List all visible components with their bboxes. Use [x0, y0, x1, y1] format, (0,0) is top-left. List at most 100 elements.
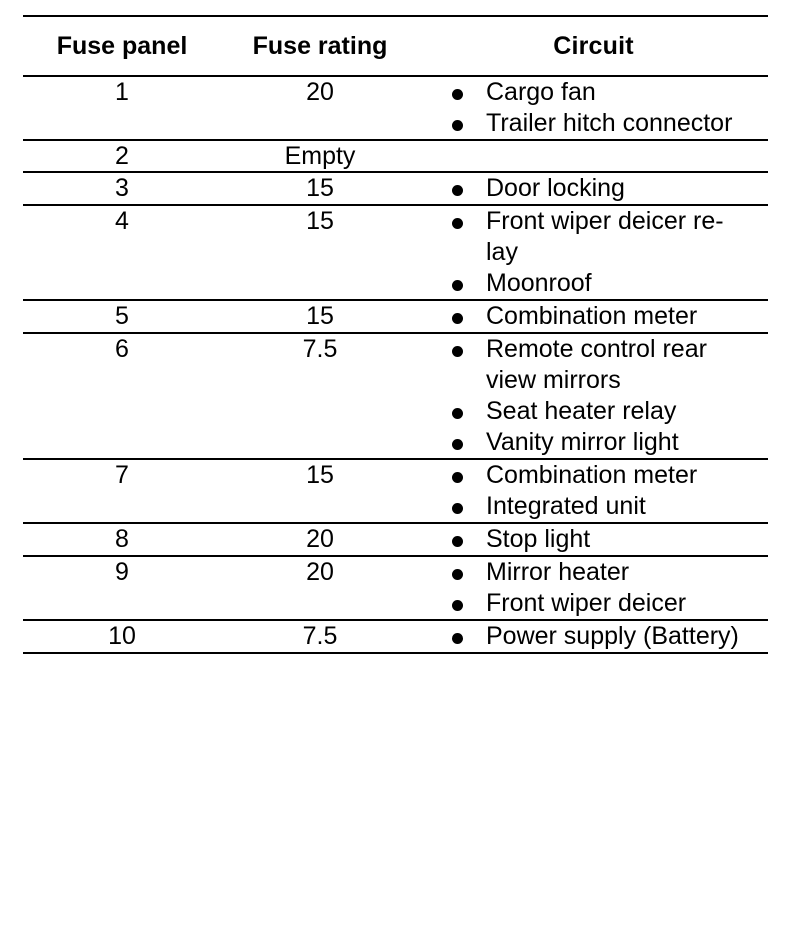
cell-fuse-rating: 15: [221, 172, 419, 206]
list-item: Remote control rear view mirrors: [419, 334, 768, 396]
cell-fuse-rating: Empty: [221, 140, 419, 173]
bullet-icon: [452, 536, 463, 547]
cell-fuse-rating: 20: [221, 556, 419, 621]
list-item: Integrated unit: [419, 491, 768, 522]
bullet-icon: [452, 600, 463, 611]
circuit-label: Combination meter: [486, 461, 698, 489]
circuit-label: Trailer hitch connector: [486, 109, 733, 137]
circuit-list: Power supply (Battery): [419, 621, 768, 652]
cell-fuse-rating: 7.5: [221, 333, 419, 460]
list-item: Front wiper deicer re- lay: [419, 206, 768, 268]
list-item: Mirror heater: [419, 557, 768, 588]
table-header-row: Fuse panel Fuse rating Circuit: [23, 15, 768, 77]
cell-fuse-panel: 9: [23, 556, 221, 621]
list-item: Power supply (Battery): [419, 621, 768, 652]
list-item: Cargo fan: [419, 77, 768, 108]
bullet-icon: [452, 120, 463, 131]
list-item: Seat heater relay: [419, 396, 768, 427]
cell-circuit: [419, 140, 768, 173]
table-header: Fuse panel Fuse rating Circuit: [23, 15, 768, 77]
circuit-list: Combination meter: [419, 301, 768, 332]
bullet-icon: [452, 569, 463, 580]
circuit-label: Moonroof: [486, 269, 592, 297]
circuit-label: Front wiper deicer re- lay: [486, 207, 724, 266]
cell-fuse-rating: 15: [221, 459, 419, 524]
cell-fuse-panel: 7: [23, 459, 221, 524]
list-item: Door locking: [419, 173, 768, 204]
cell-fuse-panel: 1: [23, 76, 221, 141]
circuit-label: Vanity mirror light: [486, 428, 679, 456]
cell-fuse-panel: 2: [23, 140, 221, 173]
circuit-label: Seat heater relay: [486, 397, 677, 425]
circuit-label: Cargo fan: [486, 78, 596, 106]
list-item: Combination meter: [419, 460, 768, 491]
cell-circuit: Power supply (Battery): [419, 620, 768, 654]
list-item: Moonroof: [419, 268, 768, 299]
bullet-icon: [452, 503, 463, 514]
column-header-fuse-rating: Fuse rating: [221, 15, 419, 77]
cell-fuse-panel: 4: [23, 205, 221, 301]
bullet-icon: [452, 185, 463, 196]
list-item: Front wiper deicer: [419, 588, 768, 619]
cell-fuse-panel: 6: [23, 333, 221, 460]
list-item: Trailer hitch connector: [419, 108, 768, 139]
bullet-icon: [452, 439, 463, 450]
circuit-label: Door locking: [486, 174, 625, 202]
circuit-label: Power supply (Battery): [486, 622, 739, 650]
cell-fuse-panel: 8: [23, 523, 221, 557]
circuit-list: Door locking: [419, 173, 768, 204]
bullet-icon: [452, 89, 463, 100]
bullet-icon: [452, 633, 463, 644]
circuit-label: Integrated unit: [486, 492, 646, 520]
bullet-icon: [452, 280, 463, 291]
column-header-circuit: Circuit: [419, 15, 768, 77]
bullet-icon: [452, 472, 463, 483]
cell-fuse-rating: 20: [221, 76, 419, 141]
cell-circuit: Combination meter: [419, 300, 768, 334]
cell-circuit: Stop light: [419, 523, 768, 557]
bullet-icon: [452, 346, 463, 357]
cell-fuse-rating: 15: [221, 300, 419, 334]
cell-fuse-panel: 3: [23, 172, 221, 206]
cell-fuse-panel: 10: [23, 620, 221, 654]
column-header-fuse-panel: Fuse panel: [23, 15, 221, 77]
circuit-label: Mirror heater: [486, 558, 630, 586]
bullet-icon: [452, 408, 463, 419]
circuit-label: Remote control rear view mirrors: [486, 335, 707, 394]
circuit-label: Combination meter: [486, 302, 698, 330]
cell-circuit: Door locking: [419, 172, 768, 206]
cell-fuse-rating: 20: [221, 523, 419, 557]
cell-fuse-rating: 7.5: [221, 620, 419, 654]
cell-fuse-rating: 15: [221, 205, 419, 301]
list-item: Vanity mirror light: [419, 427, 768, 458]
bullet-icon: [452, 218, 463, 229]
circuit-label: Front wiper deicer: [486, 589, 687, 617]
circuit-label: Stop light: [486, 525, 591, 553]
cell-fuse-panel: 5: [23, 300, 221, 334]
list-item: Combination meter: [419, 301, 768, 332]
circuit-list: Stop light: [419, 524, 768, 555]
